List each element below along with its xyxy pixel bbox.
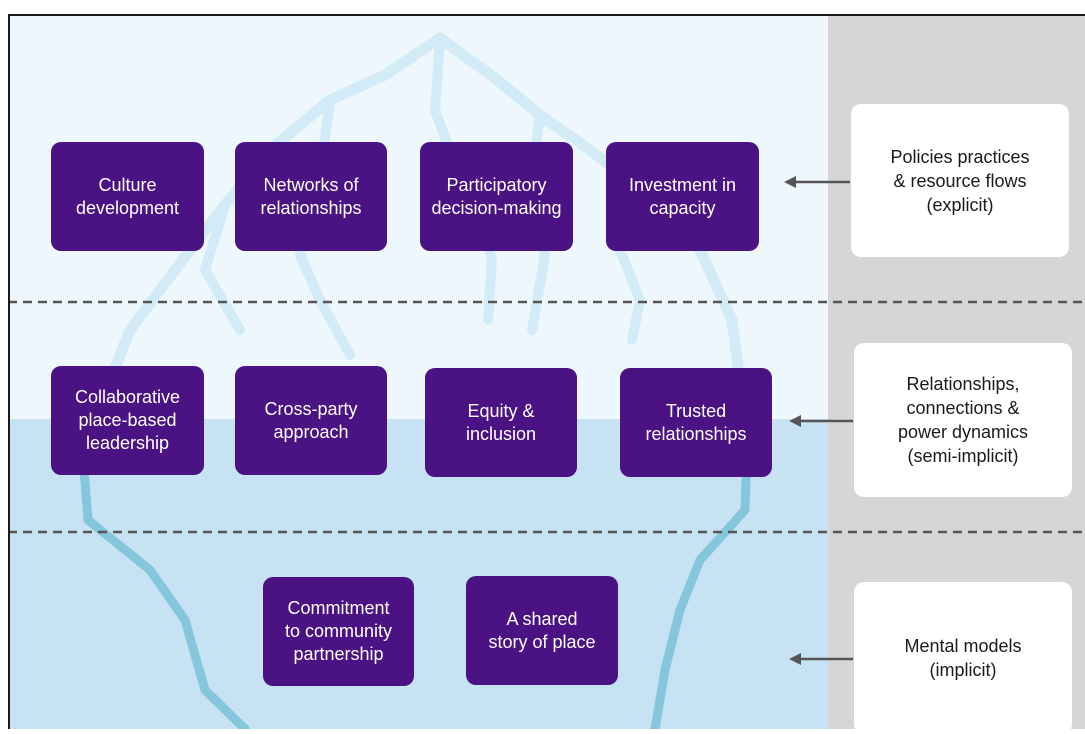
box-equity-and-inclusion: Equity & inclusion [425, 368, 577, 477]
box-participatory-decision-making: Participatory decision-making [420, 142, 573, 251]
diagram-frame [8, 14, 1085, 729]
iceberg-body-left [75, 414, 250, 729]
level-label-explicit: Policies practices & resource flows (exp… [851, 104, 1069, 257]
iceberg-crease-4 [200, 200, 245, 335]
level-label-implicit: Mental models (implicit) [854, 582, 1072, 734]
arrow-level-3 [789, 653, 853, 665]
box-commitment-to-community-partnership: Commitment to community partnership [263, 577, 414, 686]
box-trusted-relationships: Trusted relationships [620, 368, 772, 477]
box-investment-in-capacity: Investment in capacity [606, 142, 759, 251]
arrow-level-1 [784, 176, 850, 188]
box-shared-story-of-place: A shared story of place [466, 576, 618, 685]
box-culture-development: Culture development [51, 142, 204, 251]
arrow-level-2 [789, 415, 853, 427]
iceberg-body-right [650, 414, 753, 729]
box-collaborative-place-based-leadership: Collaborative place-based leadership [51, 366, 204, 475]
box-cross-party-approach: Cross-party approach [235, 366, 387, 475]
level-label-semi-implicit: Relationships, connections & power dynam… [854, 343, 1072, 497]
box-networks-of-relationships: Networks of relationships [235, 142, 387, 251]
